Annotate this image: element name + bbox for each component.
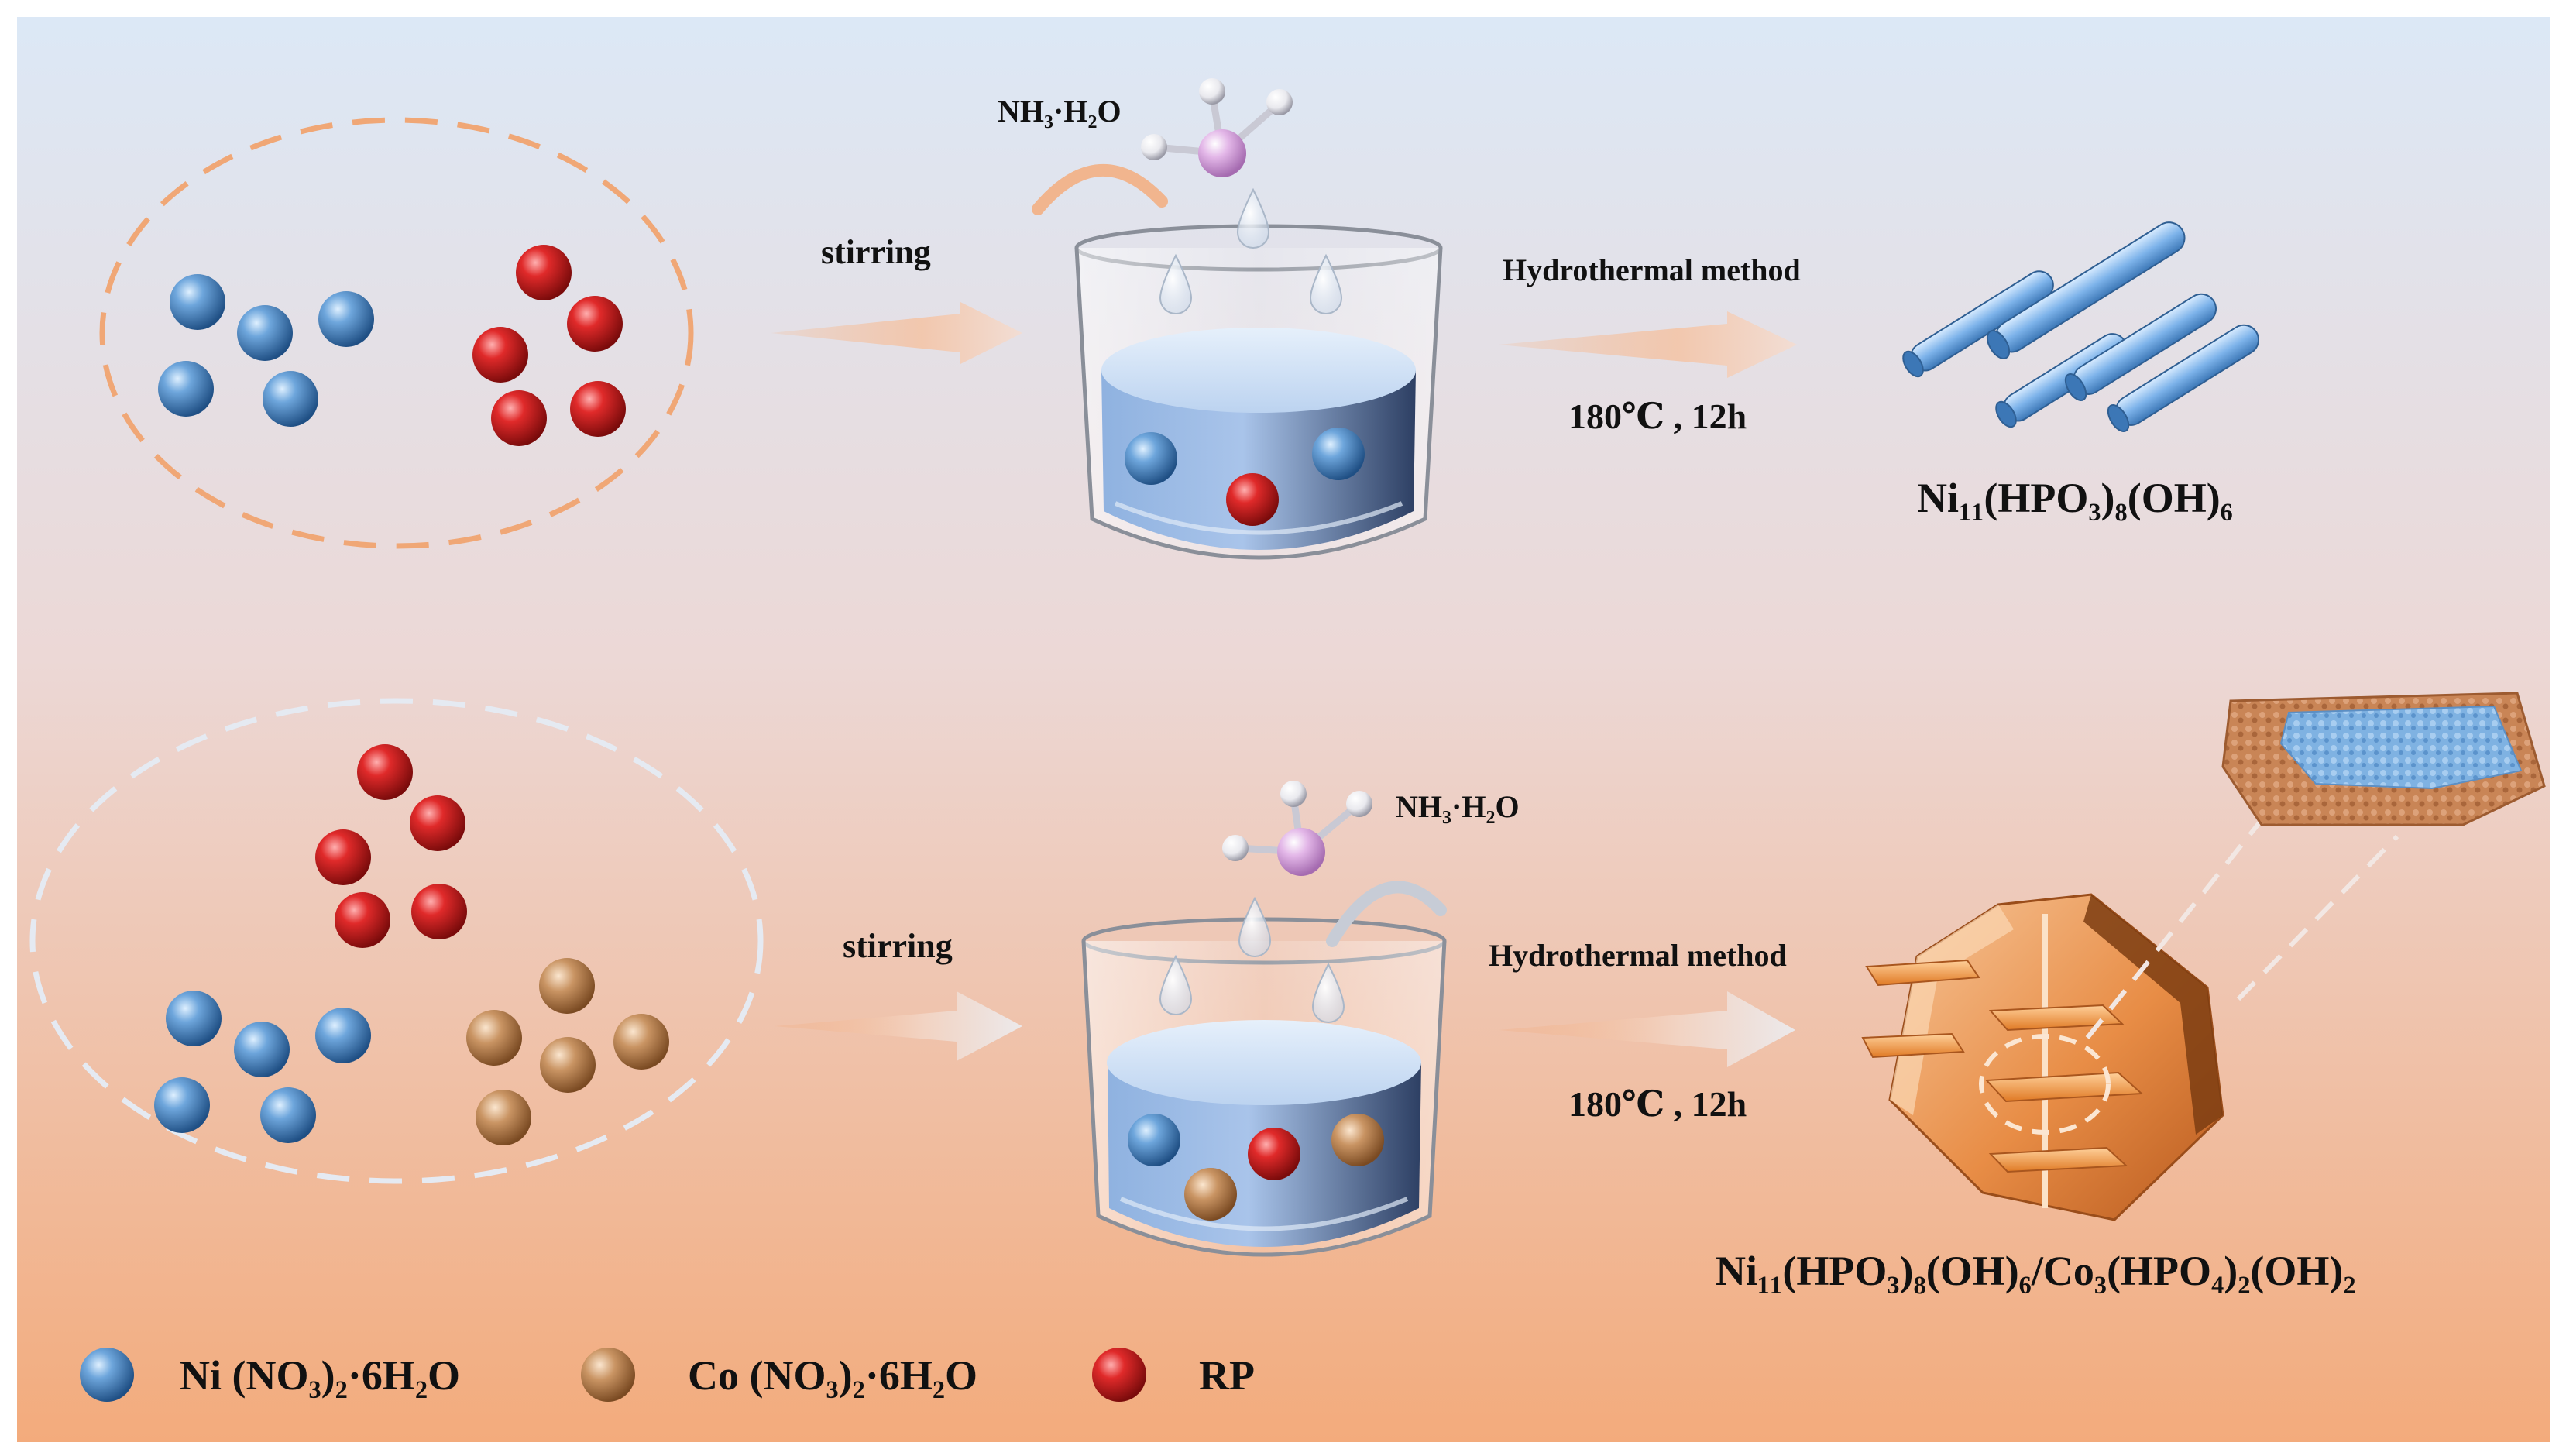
top-product-label: Ni₁₁(HPO₃)₈(OH)₆ xyxy=(1917,475,2233,521)
top-condition-label: 180℃ , 12h xyxy=(1568,397,1747,436)
bottom-condition-label: 180℃ , 12h xyxy=(1568,1084,1747,1124)
bottom-reagent-label: NH₃·H₂O xyxy=(1396,789,1520,824)
top-stirring-label: stirring xyxy=(821,233,931,271)
bottom-rp-spheres xyxy=(315,744,467,948)
top-reagent-label: NH₃·H₂O xyxy=(998,94,1122,129)
bottom-cobalt-spheres xyxy=(466,958,669,1145)
legend-cobalt-label: Co (NO₃)₂·6H₂O xyxy=(688,1352,978,1399)
top-nanorods-product xyxy=(1902,221,2259,432)
legend-rp-label: RP xyxy=(1199,1352,1255,1399)
top-hydrothermal-label: Hydrothermal method xyxy=(1503,252,1801,287)
top-hydrothermal-arrow xyxy=(1499,311,1797,378)
top-water-droplets xyxy=(1159,187,1343,314)
top-rp-spheres xyxy=(472,245,626,446)
bottom-stirring-label: stirring xyxy=(843,927,953,965)
legend-nickel-label: Ni (NO₃)₂·6H₂O xyxy=(180,1352,461,1399)
bottom-ammonia-molecule-icon xyxy=(1222,781,1372,876)
nickel-sphere-icon xyxy=(80,1348,134,1402)
top-nickel-spheres xyxy=(158,274,374,427)
top-stirring-arrow xyxy=(771,302,1022,364)
top-ammonia-molecule-icon xyxy=(1141,78,1293,177)
bottom-precursor-group-outline xyxy=(29,698,764,1184)
bottom-stirring-arrow xyxy=(775,991,1022,1061)
bottom-hydrothermal-arrow xyxy=(1499,991,1795,1067)
cobalt-sphere-icon xyxy=(581,1348,635,1402)
zoom-guide-lines xyxy=(2085,804,2399,1039)
bottom-water-droplets xyxy=(1159,896,1345,1023)
bottom-product-label: Ni₁₁(HPO₃)₈(OH)₆/Co₃(HPO₄)₂(OH)₂ xyxy=(1716,1248,2356,1294)
legend-swatches xyxy=(80,1348,1146,1402)
top-addition-arrow xyxy=(1032,163,1168,215)
top-beaker xyxy=(1074,224,1443,560)
bottom-addition-arrow xyxy=(1326,881,1447,947)
zoom-inset-surface-texture xyxy=(2221,692,2546,826)
bottom-beaker xyxy=(1081,917,1447,1257)
bottom-nickel-spheres xyxy=(154,991,371,1143)
phosphorus-sphere-icon xyxy=(1092,1348,1146,1402)
top-precursor-group-outline xyxy=(99,117,694,549)
bottom-hydrothermal-label: Hydrothermal method xyxy=(1489,938,1787,973)
